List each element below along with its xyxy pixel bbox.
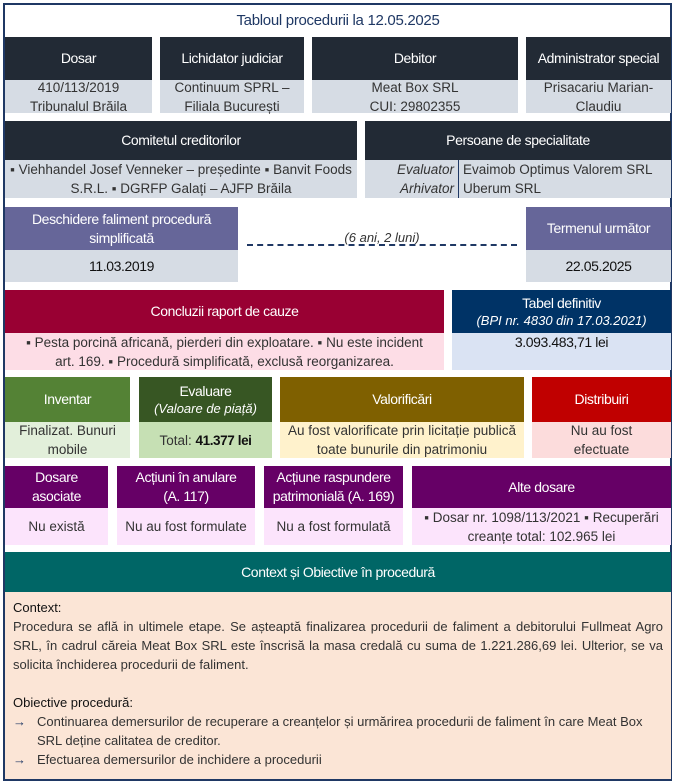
valorificari-header: Valorificări [280,377,524,422]
context-header: Context și Obiective în procedură [5,552,671,592]
valorificari-value: Au fost valorificate prin licitație publ… [280,422,524,458]
specialitate-names: Evaimob Optimus Valorem SRL Uberum SRL [459,160,653,198]
administrator-header: Administrator special [526,37,671,80]
deschidere-date: 11.03.2019 [5,250,238,282]
arrow-right-icon: → [13,714,26,729]
alte-dosare-value: ▪ Dosar nr. 1098/113/2021 ▪ Recuperări cr… [412,508,671,545]
administrator-value: Prisacariu Marian- Claudiu [526,79,671,114]
actiune-raspundere-value: Nu a fost formulată [264,508,403,545]
deschidere-header: Deschidere faliment procedură simplifica… [5,207,238,250]
evaluare-total: 41.377 lei [195,432,252,448]
objective-text: Continuarea demersurilor de recuperare a… [37,714,643,748]
header-line: Dosare [35,469,78,485]
dosar-court: Tribunalul Brăila [29,98,128,114]
debitor-name: Meat Box SRL [371,79,459,95]
comitet-header: Comitetul creditorilor [5,121,357,160]
arhivator-name: Uberum SRL [463,181,542,196]
objectives-label: Obiective procedură: [13,695,133,710]
concluzii-header: Concluzii raport de cauze [5,290,444,333]
role-arhivator: Arhivator [399,181,454,196]
inventar-line: mobile [47,442,88,457]
termen-header: Termenul următor [526,207,671,250]
comitet-line: ▪ Viehhandel Josef Venneker – președinte… [10,162,352,177]
header-line: asociate [32,488,81,504]
actiuni-anulare-value: Nu au fost formulate [117,508,255,545]
actiune-raspundere-header: Acțiune raspundere patrimonială (A. 169) [264,466,403,508]
context-label: Context: [13,600,62,615]
duration-label: (6 ani, 2 luni) [344,229,420,245]
actiuni-anulare-header: Acțiuni în anulare (A. 117) [117,466,255,508]
lichidator-value: Continuum SPRL – Filiala București [160,79,304,114]
alte-line: creanțe total: 102.965 lei [467,528,616,544]
concluzii-value: ▪ Pesta porcină africană, pierderi din e… [5,333,444,370]
distribuiri-header: Distribuiri [532,377,671,422]
dosare-asociate-header: Dosare asociate [5,466,108,508]
lichidator-header: Lichidator judiciar [160,37,304,80]
inventar-line: Finalizat. Bunuri [19,423,116,438]
alte-dosare-header: Alte dosare [412,466,671,508]
concluzii-line: art. 169. ▪ Procedură simplificată, excl… [55,353,394,369]
tabel-title: Tabel definitiv [522,294,601,311]
administrator-line: Claudiu [575,98,622,114]
inventar-value: Finalizat. Bunuri mobile [5,422,130,458]
header-line: Acțiune raspundere [276,469,391,485]
evaluare-header: Evaluare(Valoare de piață) [139,377,272,422]
inventar-header: Inventar [5,377,130,422]
debitor-cui: CUI: 29802355 [369,98,461,114]
concluzii-line: ▪ Pesta porcină africană, pierderi din e… [26,334,423,350]
distribuiri-line: efectuate [573,442,630,457]
tabel-header: Tabel definitiv(BPI nr. 4830 din 17.03.2… [452,290,671,333]
procedure-board [3,3,672,781]
evaluator-name: Evaimob Optimus Valorem SRL [463,162,653,177]
valorificari-line: toate bunurile din patrimoniu [316,442,488,457]
header-line: patrimonială (A. 169) [272,488,395,504]
dosar-header: Dosar [5,37,152,80]
context-body: Context: Procedura se află in ultimele e… [5,592,671,779]
evaluare-value: Total: 41.377 lei [139,422,272,458]
evaluare-sub: (Valoare de piață) [154,400,257,416]
header-line: Acțiuni în anulare [135,469,237,485]
distribuiri-value: Nu au fost efectuate [532,422,671,458]
objective-item: → Efectuarea demersurilor de inchidere a … [13,750,663,769]
distribuiri-line: Nu au fost [570,423,633,438]
lichidator-line: Filiala București [184,98,280,114]
termen-date: 22.05.2025 [526,250,671,282]
context-text: Procedura se află in ultimele etape. Se … [13,619,663,672]
dosar-number: 410/113/2019 [37,79,120,95]
tabel-bpi: (BPI nr. 4830 din 17.03.2021) [476,312,647,328]
objective-item: → Continuarea demersurilor de recuperare … [13,712,663,750]
lichidator-line: Continuum SPRL – [174,79,290,95]
objective-text: Efectuarea demersurilor de inchidere a p… [37,752,322,767]
page-title: Tabloul procedurii la 12.05.2025 [236,11,440,29]
evaluare-title: Evaluare [179,382,232,399]
arrow-right-icon: → [13,752,26,767]
timeline-dashed-line [247,244,517,246]
specialitate-header: Persoane de specialitate [365,121,671,160]
evaluare-label: Total: [159,432,196,448]
debitor-header: Debitor [312,37,518,80]
comitet-line: S.R.L. ▪ DGRFP Galați – AJFP Brăila [70,181,292,196]
administrator-line: Prisacariu Marian- [543,79,654,95]
debitor-value: Meat Box SRL CUI: 29802355 [312,79,518,114]
dosare-asociate-value: Nu există [5,508,108,545]
valorificari-line: Au fost valorificate prin licitație publ… [287,423,517,438]
comitet-value: ▪ Viehhandel Josef Venneker – președinte… [5,160,357,198]
header-line: (A. 117) [163,488,209,504]
alte-line: ▪ Dosar nr. 1098/113/2021 ▪ Recuperări [424,509,659,525]
role-evaluator: Evaluator [396,162,454,177]
tabel-value: 3.093.483,71 lei [452,333,671,370]
